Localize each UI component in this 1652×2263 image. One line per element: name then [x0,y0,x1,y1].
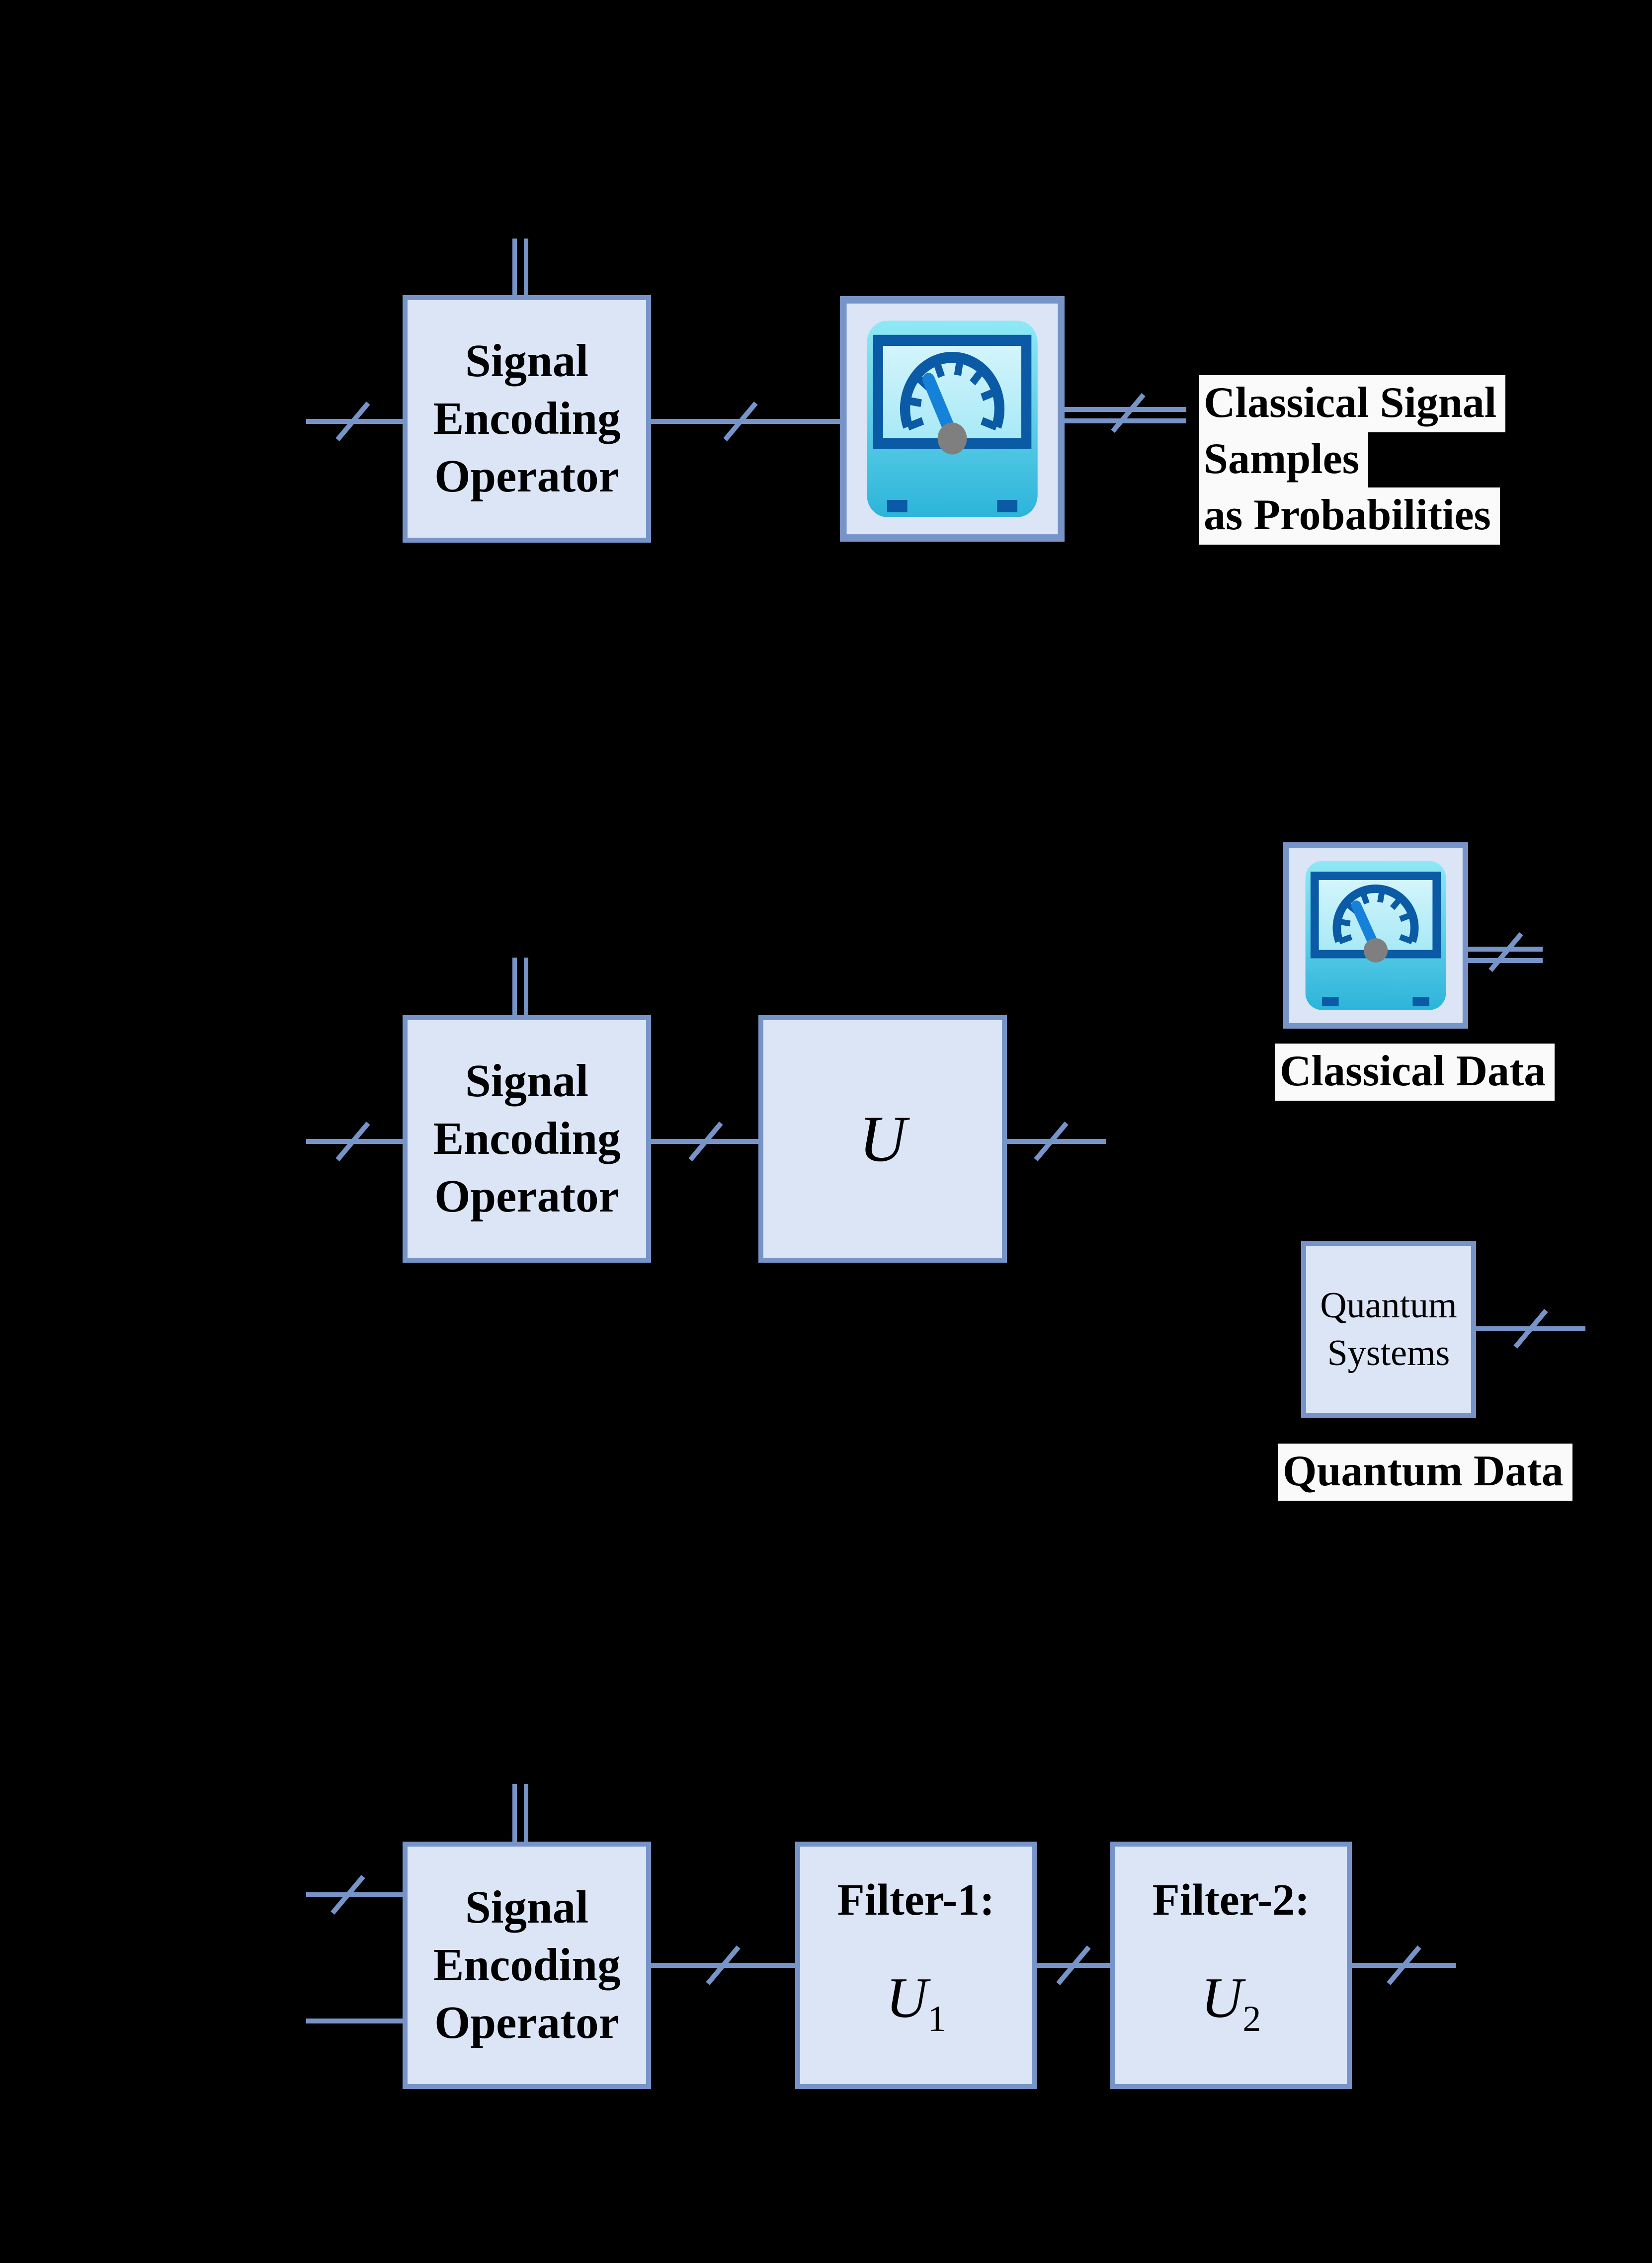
encoder-label-line: Encoding [433,393,621,444]
signal-encoding-operator-box: Signal Encoding Operator [403,295,651,543]
classical-control-line-2 [524,239,528,296]
filter-2-box: Filter-2: U2 [1110,1842,1352,2089]
filter-2-symbol: U2 [1201,1966,1261,2051]
encoder-label-line: Operator [434,1997,619,2048]
filter-1-unitary: U [886,1966,928,2030]
classical-control-line-1 [512,239,517,296]
classical-control-line-1 [512,958,517,1015]
classical-wire-lower [1468,958,1543,963]
bus-slash [1488,932,1523,972]
quantum-wire [1007,1139,1106,1144]
encoder-label-line: Signal [465,335,589,387]
bus-slash [1111,393,1146,433]
input-quantum-wire-lower [306,2019,403,2023]
classical-control-line-1 [512,1784,517,1842]
quantum-systems-box: Quantum Systems [1301,1241,1476,1418]
filter-1-subscript: 1 [927,1999,946,2039]
encoder-label-line: Signal [465,1882,589,1933]
filter-2-title: Filter-2: [1152,1875,1310,1925]
meter-icon [1283,842,1468,1029]
classical-wire-upper [1065,407,1186,412]
unitary-operator-box: U [758,1015,1007,1263]
classical-control-line-2 [524,958,528,1015]
quantum-data-label: Quantum Data [1278,1444,1572,1501]
result-label-line: as Probabilities [1199,487,1500,545]
input-quantum-wire-upper [306,1892,403,1897]
result-label-line: Samples [1199,431,1368,488]
signal-encoding-operator-box: Signal Encoding Operator [403,1842,651,2089]
filter-2-subscript: 2 [1242,1999,1261,2039]
quantum-systems-line: Systems [1327,1333,1450,1374]
encoder-label-line: Encoding [433,1113,621,1164]
filter-1-title: Filter-1: [837,1875,995,1925]
unitary-symbol: U [859,1102,907,1175]
quantum-wire [651,419,840,424]
classical-wire-lower [1065,418,1186,423]
encoder-label-line: Operator [434,451,619,502]
filter-2-unitary: U [1201,1966,1243,2030]
classical-control-line-2 [524,1784,528,1842]
quantum-systems-line: Quantum [1320,1285,1457,1326]
filter-1-symbol: U1 [886,1966,946,2051]
encoder-label-line: Operator [434,1171,619,1222]
classical-data-label: Classical Data [1275,1044,1555,1101]
encoder-label-line: Encoding [433,1940,621,1991]
filter-1-box: Filter-1: U1 [795,1842,1037,2089]
meter-icon [840,296,1065,542]
encoder-label-line: Signal [465,1055,589,1107]
result-label-line: Classical Signal [1199,375,1506,432]
signal-encoding-operator-box: Signal Encoding Operator [403,1015,651,1263]
